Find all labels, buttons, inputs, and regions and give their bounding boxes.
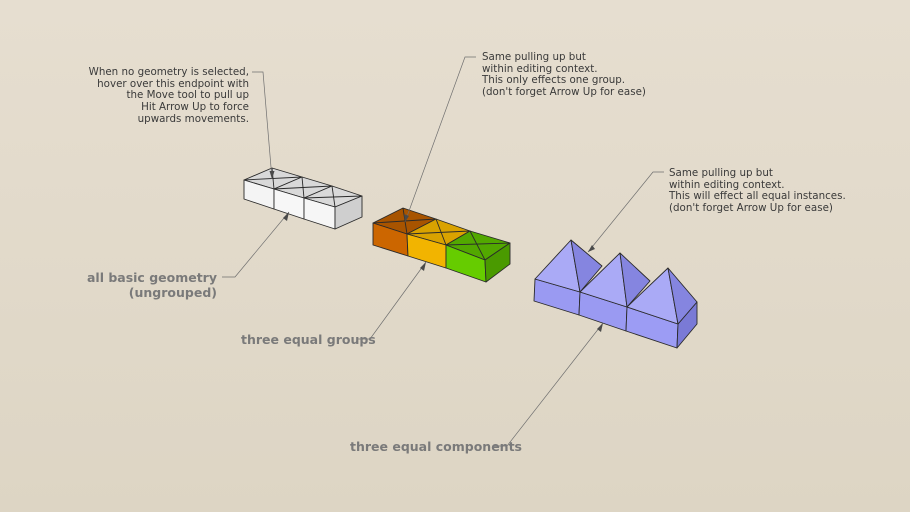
leader-components-tip <box>587 171 664 253</box>
group-edge <box>372 218 437 224</box>
component-2-pyramid-side[interactable] <box>619 252 651 308</box>
leader-basic-geometry <box>222 211 290 278</box>
group-3-side[interactable] <box>484 242 511 283</box>
group-edge <box>435 218 447 246</box>
note-geometry-tip: When no geometry is selected, hover over… <box>88 66 249 125</box>
component-3-pyramid-side[interactable] <box>667 267 698 325</box>
note-groups-tip: Same pulling up but within editing conte… <box>482 51 646 99</box>
group-blocks[interactable] <box>372 207 511 283</box>
leader-components <box>494 322 604 447</box>
label-components: three equal components <box>350 439 522 454</box>
label-groups: three equal groups <box>241 332 376 347</box>
group-edge <box>445 242 511 246</box>
leader-lines <box>222 56 664 447</box>
component-blocks[interactable] <box>533 239 698 349</box>
label-basic-geometry: all basic geometry (ungrouped) <box>86 270 217 300</box>
arrowhead-basic-geometry <box>283 212 289 221</box>
leader-arrowheads <box>269 171 603 332</box>
note-components-tip: Same pulling up but within editing conte… <box>669 167 846 215</box>
component-1-pyramid-side[interactable] <box>570 239 603 293</box>
geometry-edge <box>331 185 336 208</box>
geometry-edge <box>303 195 363 199</box>
group-edge <box>469 230 486 261</box>
basic-geometry-blocks[interactable] <box>243 167 363 230</box>
geometry-edge <box>301 176 305 199</box>
leader-groups <box>358 261 427 340</box>
arrowhead-components-tip <box>588 245 595 252</box>
leader-groups-tip <box>404 56 476 223</box>
leader-geometry-tip <box>252 71 273 180</box>
arrowhead-components <box>597 323 603 332</box>
group-edge <box>406 230 471 235</box>
arrowhead-geometry-tip <box>269 171 275 179</box>
arrowhead-groups-tip <box>404 214 409 222</box>
geometry-block-3-side[interactable] <box>334 195 363 230</box>
arrowhead-groups <box>420 262 426 271</box>
